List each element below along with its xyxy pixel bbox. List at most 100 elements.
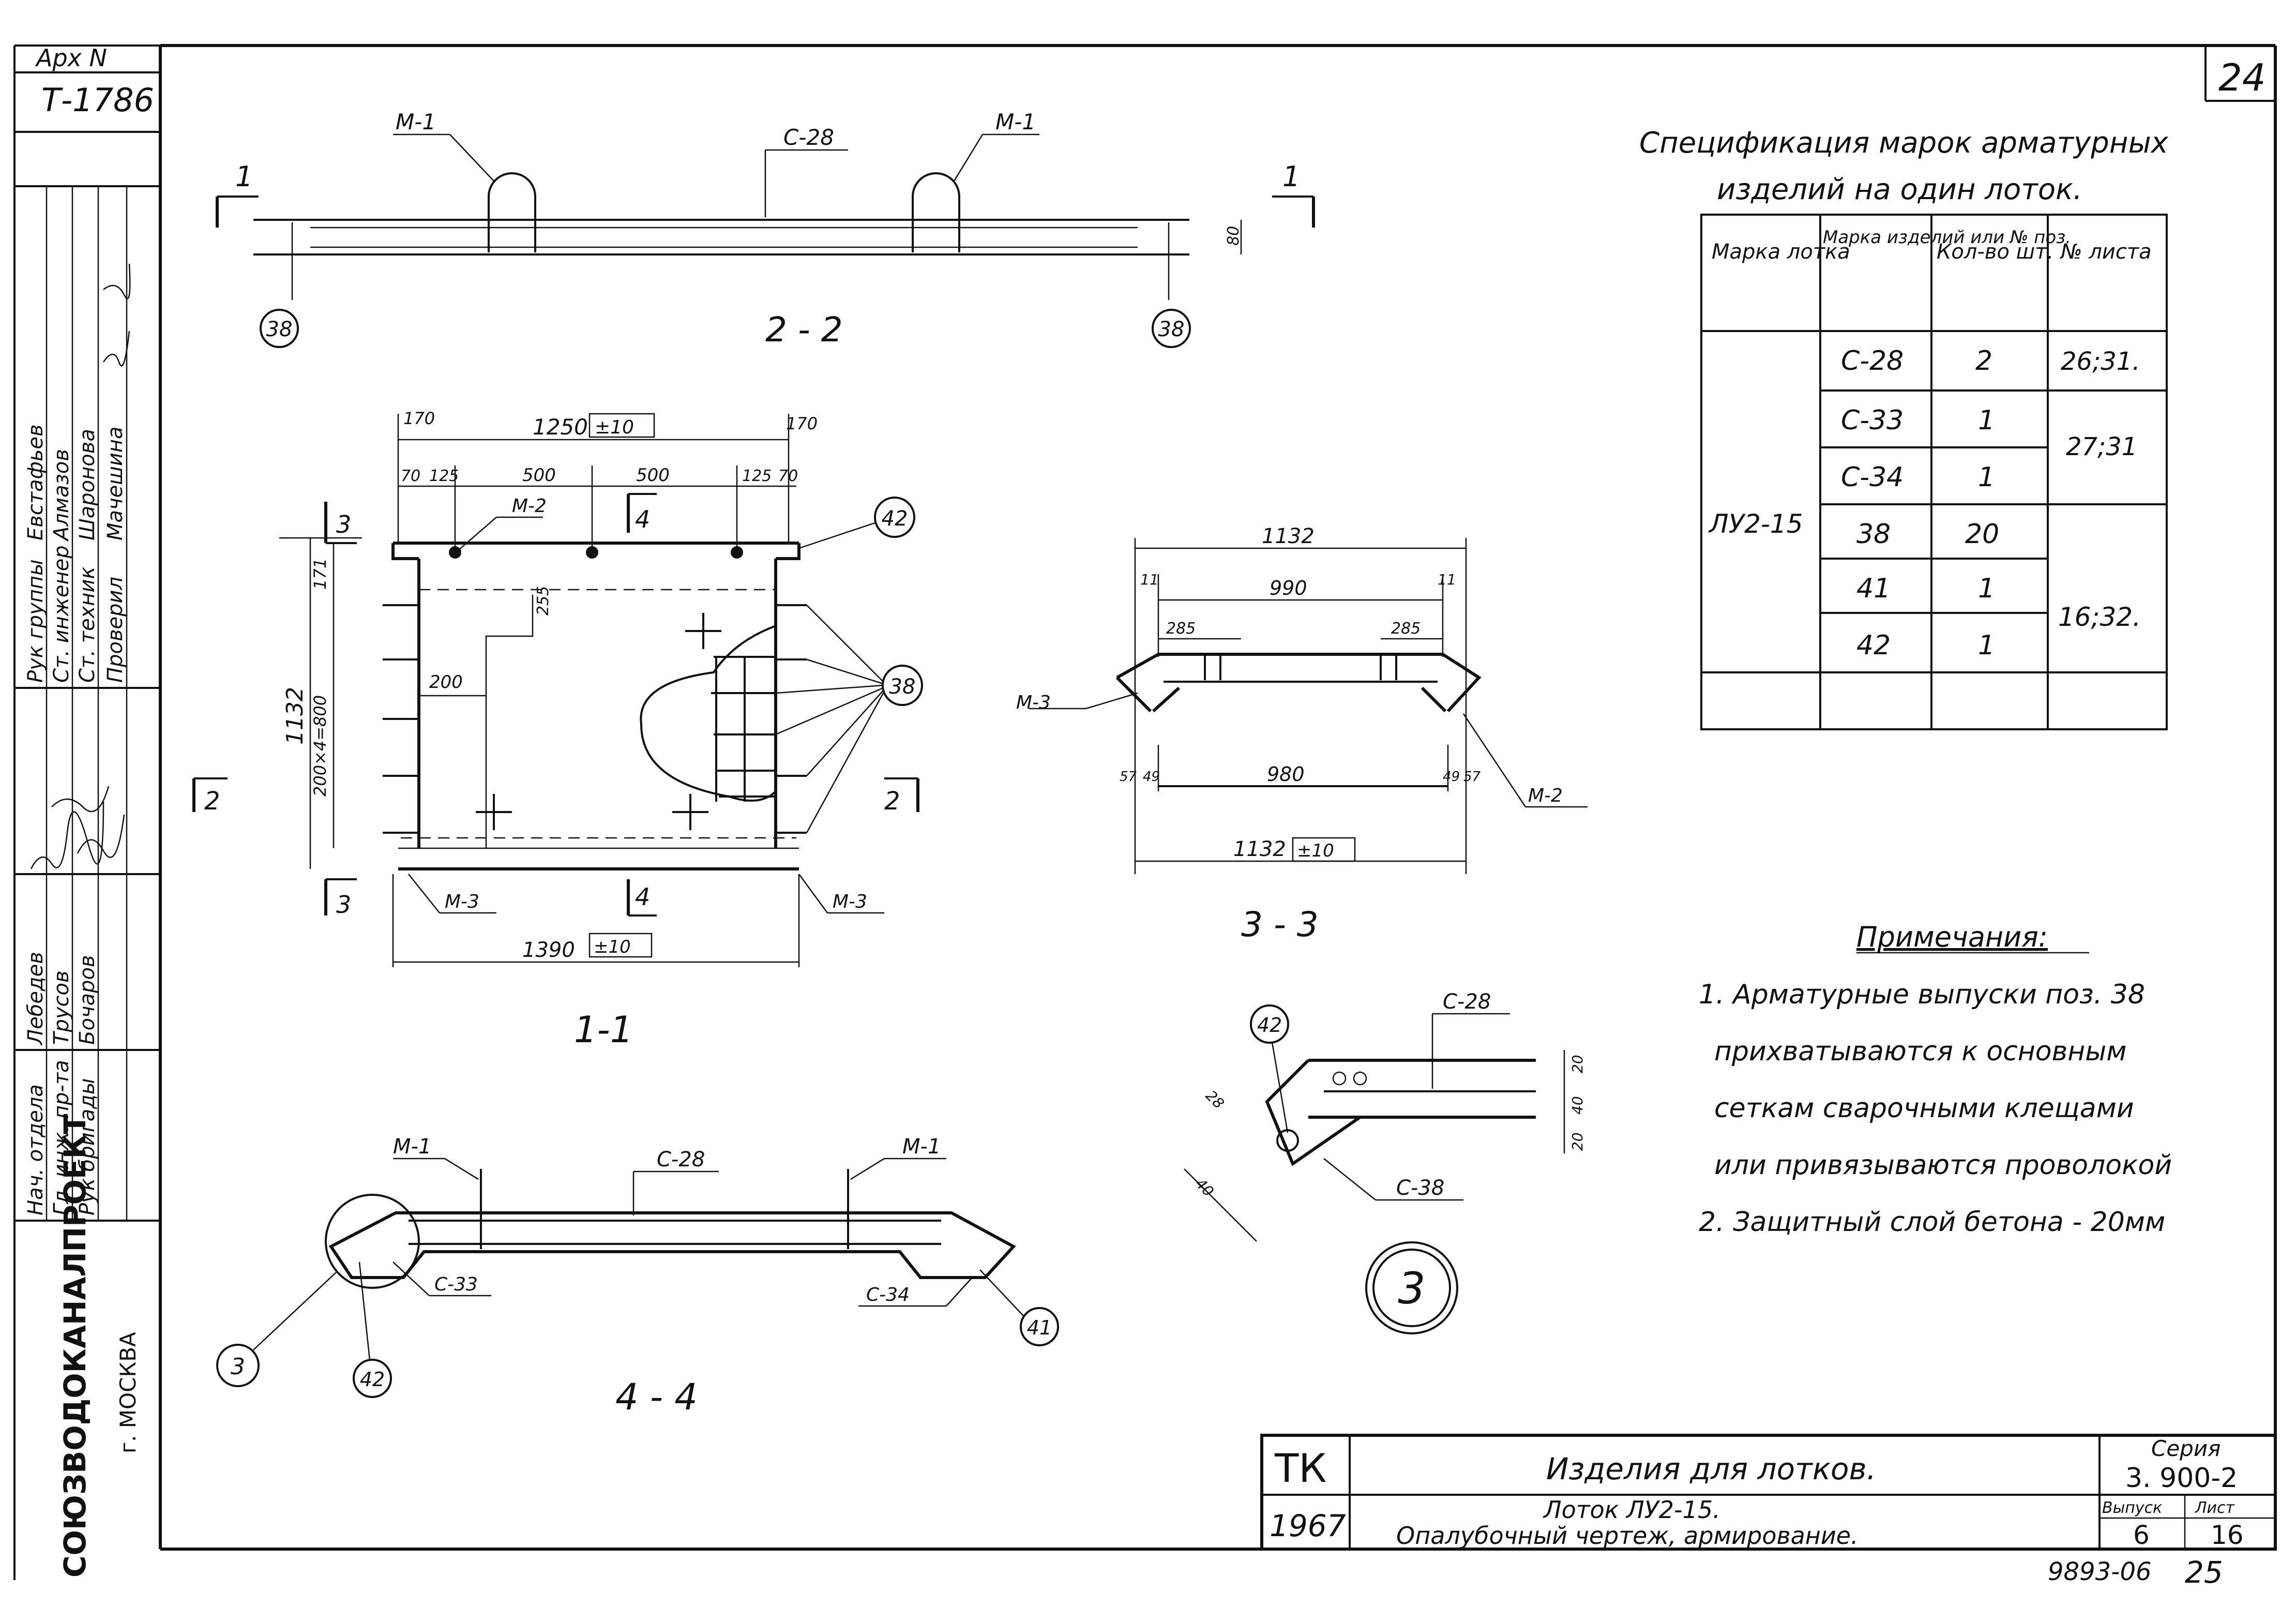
role-4: Нач. отдела — [24, 1084, 48, 1215]
drawing-label: 1132 — [282, 687, 308, 745]
archive-box: Арх N Т-1786 — [14, 44, 160, 133]
drawing-line — [586, 546, 598, 559]
drawing-label: 170 — [403, 409, 435, 428]
drawing-label: 41 — [1856, 573, 1891, 604]
drawing-label: 170 — [786, 414, 818, 433]
drawing-label: С-34 — [866, 1284, 910, 1305]
view-4-4: М-1 М-1 С-28 С-33 С-34 3 42 41 4 - 4 — [216, 1135, 1059, 1418]
drawing-label: 38 — [1856, 519, 1891, 550]
view-2-2-title: 2 - 2 — [765, 310, 843, 350]
drawing-label: М-2 — [1528, 785, 1563, 806]
city-name: г. МОСКВА — [115, 1332, 141, 1453]
drawing-label: 38 — [1158, 318, 1185, 341]
drawing-label: 40 — [1192, 1175, 1217, 1200]
sheet-frame — [13, 44, 2277, 1580]
view-1-1-title: 1-1 — [574, 1009, 633, 1051]
drawing-label: 1 — [1978, 630, 1995, 661]
note-line-1: 1. Арматурные выпуски поз. 38 — [1699, 979, 2145, 1010]
view-3-3-title: 3 - 3 — [1241, 905, 1319, 944]
drawing-label: С-28 — [657, 1148, 705, 1172]
drawing-line — [444, 1158, 479, 1180]
issue-label: Выпуск — [2102, 1499, 2162, 1517]
drawing-label: М-3 — [1016, 692, 1051, 713]
drawing-line — [775, 605, 884, 833]
page-number-box: 24 — [2204, 46, 2275, 102]
spec-title-2: изделий на один лоток. — [1717, 173, 2082, 206]
title-block: ТК 1967 Изделия для лотков. Лоток ЛУ2-15… — [1260, 1434, 2277, 1551]
view-4-4-title: 4 - 4 — [615, 1376, 698, 1418]
name-2: Шаронова — [75, 429, 99, 540]
drawing-label: 1250 — [533, 414, 588, 440]
callout-3 — [216, 1344, 260, 1387]
note-line-4: или привязываются проволокой — [1714, 1150, 2172, 1181]
sheet-label: Лист — [2195, 1499, 2235, 1517]
drawing-label: 38 — [889, 675, 916, 699]
drawing-label: 42 — [360, 1368, 385, 1391]
drawing-line — [1372, 1249, 1451, 1327]
drawing-label: 1132 — [1233, 837, 1286, 861]
note-line-3: сеткам сварочными клещами — [1714, 1093, 2134, 1124]
drawing-label: 42 — [1257, 1014, 1282, 1037]
notes-title: Примечания: — [1856, 921, 2048, 953]
callout-42 — [1250, 1004, 1289, 1044]
drawing-label: 255 — [534, 586, 552, 615]
drawing-label: ±10 — [594, 937, 631, 957]
view-2-2: 38 38 М-1 М-1 С-28 1 1 80 2 - 2 — [216, 109, 1315, 350]
callout-38-left — [260, 309, 299, 348]
drawing-line — [253, 1272, 337, 1350]
drawing-label: М-1 — [995, 109, 1036, 134]
drawing-line — [1085, 692, 1138, 710]
drawing-line — [1332, 1071, 1347, 1086]
page-number: 24 — [2218, 56, 2266, 99]
loop-m1-right — [912, 172, 960, 252]
drawing-label: 1132 — [1262, 524, 1315, 548]
drawing-label: 20 — [1965, 519, 1999, 550]
drawing-label: М-1 — [396, 109, 436, 134]
callout-42 — [353, 1359, 392, 1398]
drawing-label: 990 — [1270, 577, 1307, 599]
drawing-label: 3 — [336, 891, 351, 919]
archive-number: Т-1786 — [41, 81, 154, 119]
year: 1967 — [1270, 1508, 1346, 1543]
drawing-line — [1700, 214, 2168, 730]
drawing-label: С-33 — [1841, 405, 1904, 436]
drawing-label: 500 — [636, 465, 670, 486]
drawing-label: 28 — [1202, 1087, 1228, 1113]
issue-number: 6 — [2133, 1520, 2150, 1550]
drawing-label: ±10 — [1297, 840, 1334, 861]
drawing-label: № листа — [2060, 240, 2152, 264]
drawing-label: С-34 — [1841, 462, 1904, 493]
drawing-label: 200 — [429, 672, 463, 693]
drawing-label: 4 — [635, 505, 650, 533]
organization-name: СОЮЗВОДОКАНАЛПРОЕКТ — [57, 1114, 93, 1578]
drawing-title: Изделия для лотков. — [1546, 1451, 1876, 1486]
signature-scribble — [30, 786, 125, 869]
detail-3-label-circle — [1365, 1241, 1458, 1334]
role-2: Ст. техник — [75, 566, 99, 683]
drawing-label: 125 — [742, 467, 772, 485]
detail-3-title: 3 — [1398, 1263, 1425, 1314]
drawing-line — [1271, 1042, 1289, 1133]
drawing-label: М-3 — [833, 891, 867, 912]
drawing-label: М-1 — [393, 1135, 431, 1159]
drawing-label: 2 — [1975, 346, 1992, 377]
drawing-line — [850, 1158, 885, 1180]
drawing-label: 3 — [336, 510, 351, 538]
tray-outline — [391, 542, 800, 870]
drawing-label: 41 — [1027, 1316, 1052, 1339]
drawing-label: С-28 — [1841, 346, 1904, 377]
drawing-label: 49 — [1443, 769, 1460, 785]
drawing-label: 70 — [778, 467, 798, 485]
role-0: Рук группы — [24, 559, 48, 683]
detail-3-callout-circle — [325, 1194, 420, 1289]
spec-table: Спецификация марок арматурных изделий на… — [1639, 126, 2169, 730]
drawing-line — [1184, 1168, 1257, 1242]
drawing-label: М-1 — [902, 1135, 941, 1159]
name-3: Мачешина — [103, 426, 127, 540]
drawing-label: 1 — [235, 160, 253, 193]
series-number: 3. 900-2 — [2125, 1463, 2238, 1494]
drawing-line — [1323, 1158, 1376, 1200]
drawing-line — [979, 1269, 1024, 1317]
signature-scribble — [102, 263, 131, 367]
drawing-line — [457, 517, 497, 551]
